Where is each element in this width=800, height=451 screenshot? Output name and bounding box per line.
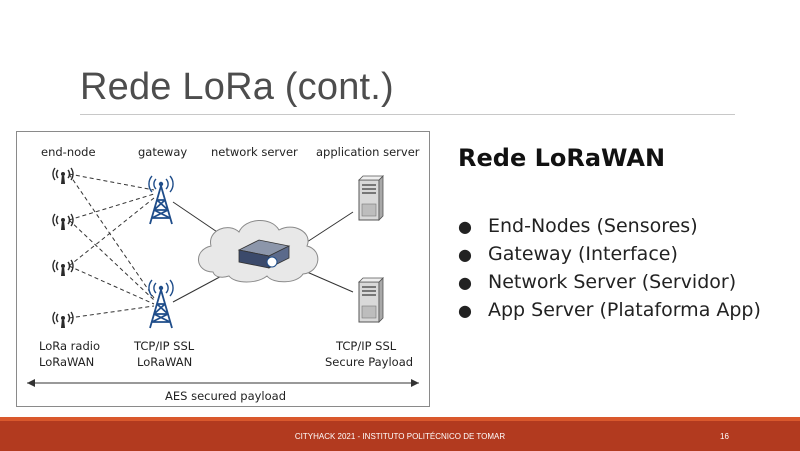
end-node-protocol-line2: LoRaWAN bbox=[39, 355, 94, 369]
list-item: ● Network Server (Servidor) bbox=[458, 268, 761, 296]
bullet-icon: ● bbox=[458, 301, 472, 320]
tower-icon bbox=[148, 279, 174, 329]
gateway-protocol-line1: TCP/IP SSL bbox=[133, 339, 195, 353]
cloud-icon bbox=[198, 220, 319, 283]
bullet-list: ● End-Nodes (Sensores) ● Gateway (Interfac… bbox=[458, 212, 761, 324]
payload-label: AES secured payload bbox=[165, 389, 286, 403]
lorawan-architecture-diagram: end-node gateway network server applicat… bbox=[16, 131, 430, 407]
app-protocol-line1: TCP/IP SSL bbox=[335, 339, 397, 353]
server-icon bbox=[358, 175, 384, 221]
bullet-icon: ● bbox=[458, 217, 472, 236]
end-node-protocol-line1: LoRa radio bbox=[39, 339, 100, 353]
gateway-protocol-line2: LoRaWAN bbox=[137, 355, 192, 369]
title-divider bbox=[80, 114, 735, 115]
server-icon bbox=[358, 277, 384, 323]
bullet-icon: ● bbox=[458, 273, 472, 292]
radio-links bbox=[68, 173, 155, 319]
gateway-header: gateway bbox=[138, 145, 187, 159]
network-server-header: network server bbox=[211, 145, 298, 159]
list-item: ● End-Nodes (Sensores) bbox=[458, 212, 761, 240]
payload-arrow bbox=[27, 379, 419, 387]
bullet-icon: ● bbox=[458, 245, 472, 264]
slide-title: Rede LoRa (cont.) bbox=[80, 66, 394, 108]
bullet-text: App Server (Plataforma App) bbox=[488, 299, 761, 321]
bullet-text: Gateway (Interface) bbox=[488, 243, 678, 265]
diagram-svg: end-node gateway network server applicat… bbox=[27, 145, 420, 403]
lorawan-subtitle: Rede LoRaWAN bbox=[458, 144, 666, 172]
antenna-icon bbox=[52, 259, 74, 277]
footer-bar bbox=[0, 417, 800, 451]
antenna-icon bbox=[52, 311, 74, 329]
list-item: ● App Server (Plataforma App) bbox=[458, 296, 761, 324]
app-protocol-line2: Secure Payload bbox=[325, 355, 413, 369]
tower-icon bbox=[148, 175, 174, 225]
page-number: 16 bbox=[720, 432, 729, 441]
end-node-header: end-node bbox=[41, 145, 96, 159]
list-item: ● Gateway (Interface) bbox=[458, 240, 761, 268]
antenna-icon bbox=[52, 213, 74, 231]
bullet-text: Network Server (Servidor) bbox=[488, 271, 737, 293]
footer-text: CITYHACK 2021 - INSTITUTO POLITÉCNICO DE… bbox=[294, 432, 506, 441]
bullet-text: End-Nodes (Sensores) bbox=[488, 215, 698, 237]
application-server-header: application server bbox=[316, 145, 420, 159]
footer-accent bbox=[0, 417, 800, 421]
